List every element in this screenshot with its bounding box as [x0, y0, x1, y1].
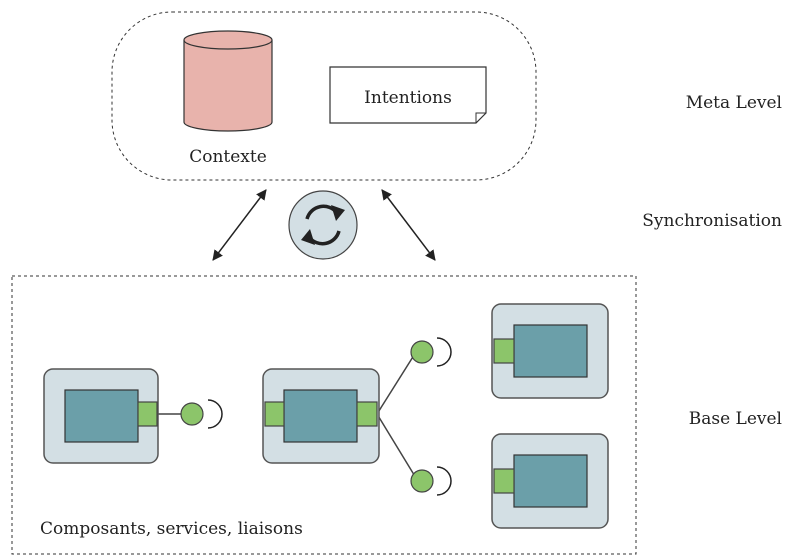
- base-caption: Composants, services, liaisons: [40, 519, 303, 539]
- wire: [376, 351, 417, 415]
- provided-port: [137, 401, 158, 427]
- base-level-label: Base Level: [689, 409, 782, 429]
- context-database-icon: [183, 30, 273, 132]
- context-label: Contexte: [189, 147, 267, 167]
- synchronisation-label: Synchronisation: [642, 211, 782, 231]
- service-socket: [207, 399, 223, 429]
- service-interface: [180, 402, 204, 426]
- provided-port: [356, 401, 378, 427]
- service-interface: [410, 340, 434, 364]
- component-1: [43, 368, 159, 464]
- meta-level-label: Meta Level: [686, 93, 782, 113]
- intentions-label: Intentions: [364, 88, 452, 108]
- sync-arrow-right: [381, 189, 436, 261]
- required-port: [493, 338, 515, 364]
- service-socket: [436, 466, 452, 496]
- base-level-box: [11, 275, 637, 555]
- intentions-document-icon: [329, 66, 487, 124]
- wire: [376, 413, 417, 479]
- service-socket: [436, 337, 452, 367]
- sync-icon: [288, 190, 358, 260]
- component-4: [491, 433, 609, 529]
- sync-arrow-left: [212, 189, 267, 261]
- required-port: [493, 468, 515, 494]
- component-2: [262, 368, 380, 464]
- required-port: [264, 401, 285, 427]
- meta-level-box: [111, 11, 537, 181]
- component-3: [491, 303, 609, 399]
- service-interface: [410, 469, 434, 493]
